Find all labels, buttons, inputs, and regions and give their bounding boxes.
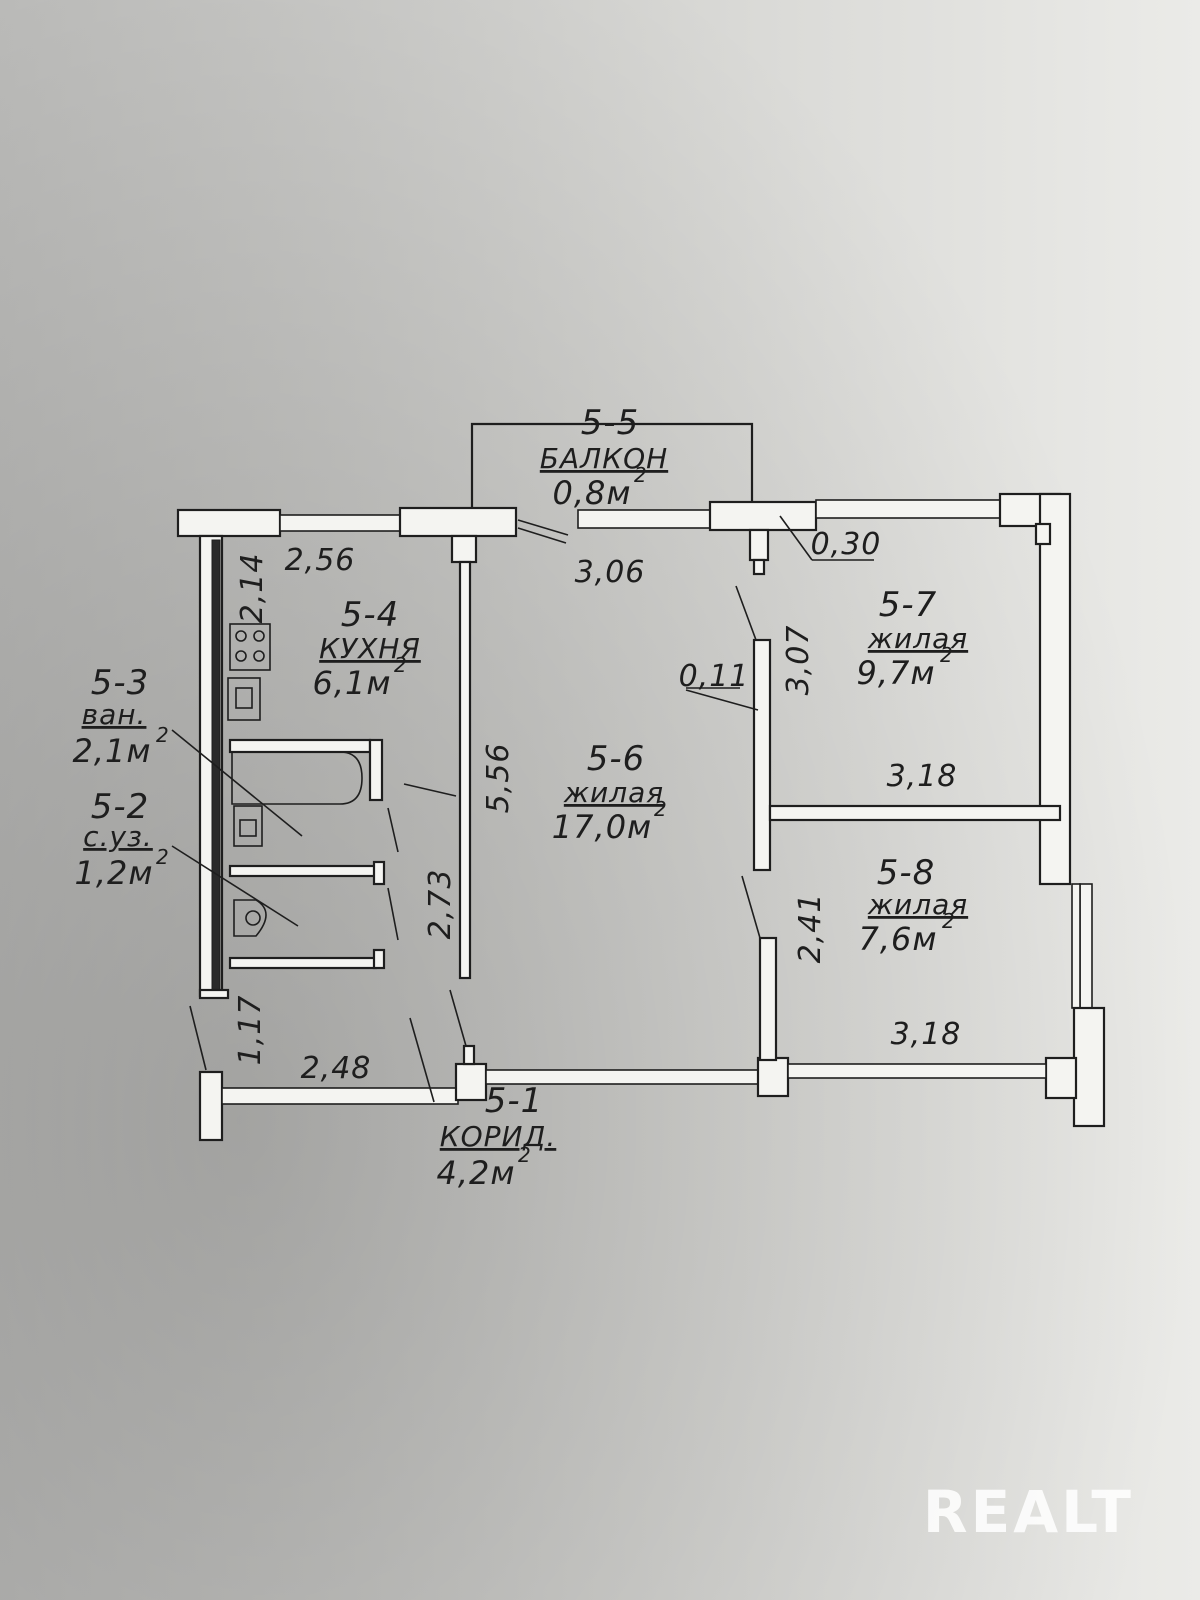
dimension-label: 3,06: [575, 555, 646, 590]
walls: [176, 492, 1106, 1142]
dimensions: 2,56 3,06 0,30 2,14 3,07 0,11 5,56 3,18 …: [233, 527, 962, 1086]
room-name: КУХНЯ: [319, 632, 421, 665]
room-area: 2,1м: [72, 732, 151, 770]
fixtures: [227, 623, 363, 937]
area-unit-sup: 2: [942, 909, 956, 933]
room-id: 5-4: [341, 595, 400, 635]
room-name: жилая: [867, 622, 968, 655]
dimension-label: 5,56: [481, 743, 516, 814]
dimension-label: 3,18: [887, 759, 958, 794]
doors: [189, 585, 761, 1103]
dimension-label: 2,56: [285, 543, 356, 578]
room-area: 1,2м: [74, 854, 153, 892]
dimension-label: 3,18: [891, 1017, 962, 1052]
room-area: 6,1м: [312, 664, 391, 702]
area-unit-sup: 2: [940, 643, 954, 667]
room-area: 7,6м: [858, 920, 937, 958]
dimension-label: 2,41: [793, 893, 828, 964]
dimension-label: 3,07: [781, 625, 816, 696]
room-area: 17,0м: [552, 808, 652, 846]
room-id: 5-6: [587, 739, 646, 779]
area-unit-sup: 2: [654, 797, 668, 821]
room-name: ван.: [82, 698, 147, 731]
room-5-2-label: 5-2 с.уз. 1,2м 2: [74, 787, 170, 892]
dimension-label: 2,73: [423, 869, 458, 940]
dimension-label: 2,48: [301, 1051, 372, 1086]
room-name: жилая: [867, 888, 968, 921]
room-name: БАЛКОН: [540, 442, 668, 475]
dimension-label: 0,30: [811, 527, 882, 562]
room-5-5-label: 5-5 БАЛКОН 0,8м 2: [540, 403, 668, 512]
area-unit-sup: 2: [156, 723, 170, 747]
leader-lines: [171, 515, 874, 927]
room-5-8-label: 5-8 жилая 7,6м 2: [858, 853, 968, 958]
room-area: 0,8м: [552, 474, 631, 512]
area-unit-sup: 2: [518, 1143, 532, 1167]
room-5-6-label: 5-6 жилая 17,0м 2: [552, 739, 668, 846]
room-5-4-label: 5-4 КУХНЯ 6,1м 2: [312, 595, 421, 702]
bathtub-icon: [231, 751, 363, 805]
kitchen-sink-icon: [227, 677, 261, 721]
room-name: КОРИД.: [440, 1120, 557, 1153]
room-5-7-label: 5-7 жилая 9,7м 2: [856, 585, 968, 692]
room-area: 9,7м: [856, 654, 935, 692]
area-unit-sup: 2: [156, 845, 170, 869]
room-id: 5-1: [485, 1081, 544, 1121]
balcony-outline: [470, 422, 754, 508]
room-name: жилая: [563, 776, 664, 809]
watermark-logo: REALT: [923, 1478, 1134, 1546]
dimension-label: 0,11: [679, 659, 750, 694]
room-5-1-label: 5-1 КОРИД. 4,2м 2: [436, 1081, 557, 1192]
washbasin-icon: [233, 805, 263, 847]
dimension-label: 1,17: [233, 995, 268, 1066]
room-area: 4,2м: [436, 1154, 515, 1192]
room-id: 5-8: [877, 853, 936, 893]
room-id: 5-2: [91, 787, 150, 827]
dimension-label: 2,14: [235, 553, 270, 624]
room-name: с.уз.: [83, 820, 153, 853]
stove-icon: [229, 623, 271, 671]
area-unit-sup: 2: [634, 463, 648, 487]
room-id: 5-7: [879, 585, 938, 625]
room-id: 5-3: [91, 663, 150, 703]
area-unit-sup: 2: [394, 653, 408, 677]
room-5-3-label: 5-3 ван. 2,1м 2: [72, 663, 170, 770]
room-id: 5-5: [581, 403, 640, 443]
